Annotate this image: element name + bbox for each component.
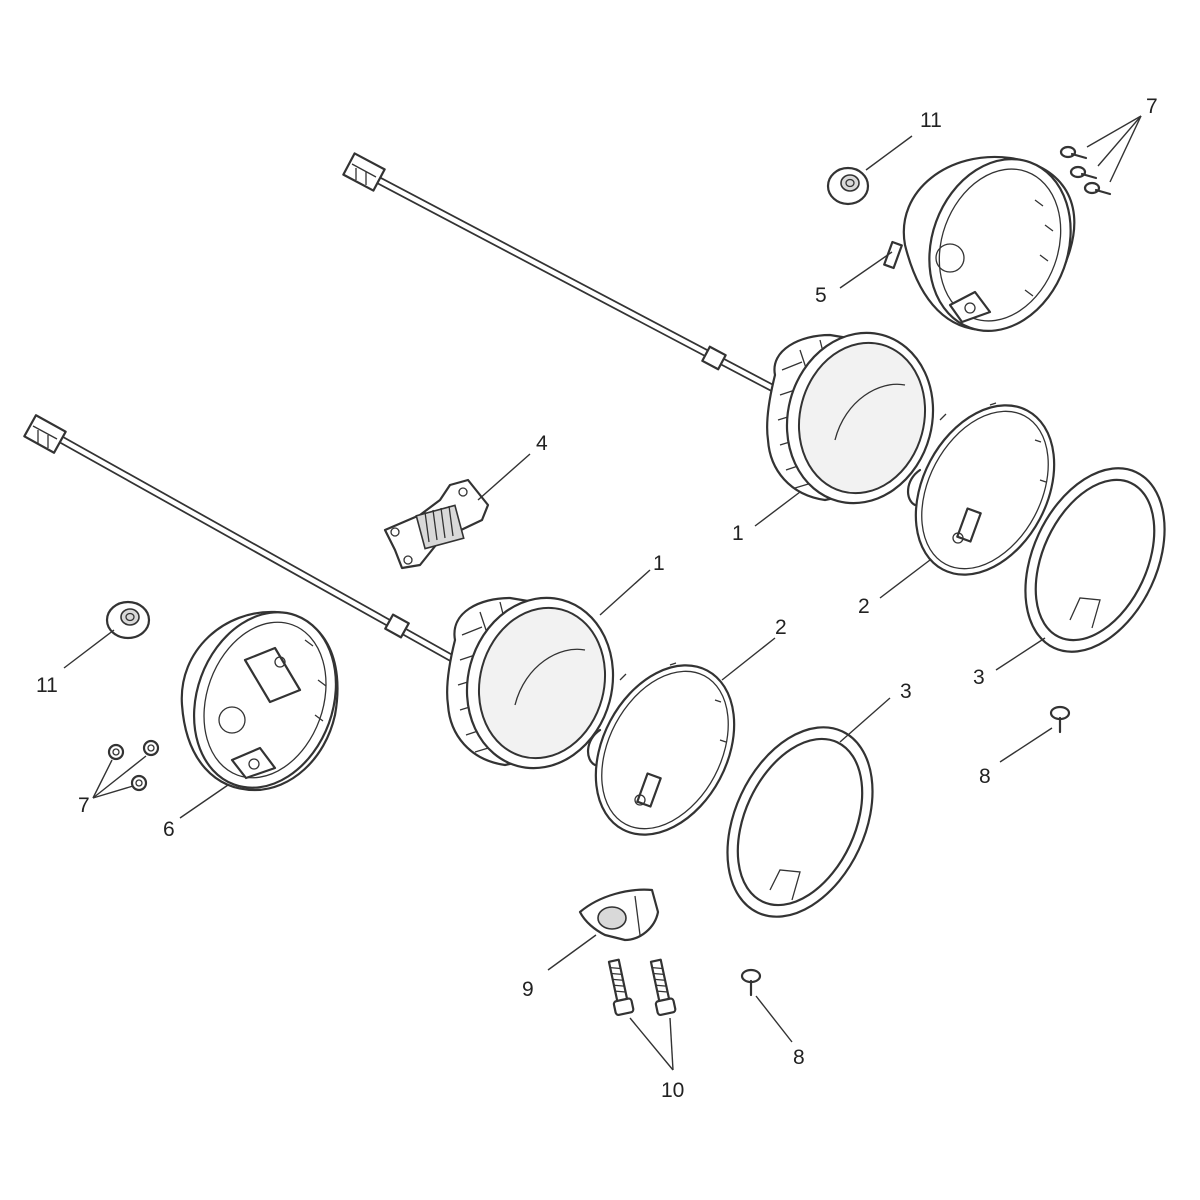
left-trim-rim	[726, 726, 874, 918]
callout-2-left: 2	[775, 616, 787, 639]
callout-3-left: 3	[900, 680, 912, 703]
callout-3-right: 3	[973, 666, 985, 689]
callout-8-bottom: 8	[793, 1046, 805, 1069]
right-headlamp-shell	[883, 155, 1076, 333]
right-headlamp-unit	[765, 331, 935, 505]
callout-1-left: 1	[653, 552, 665, 575]
callout-4: 4	[536, 432, 548, 455]
right-harness-connector	[342, 152, 386, 192]
screw-right	[1049, 705, 1071, 734]
left-headlamp-unit	[445, 596, 615, 770]
callout-2-right: 2	[858, 595, 870, 618]
callout-9: 9	[522, 978, 534, 1001]
left-headlamp-shell	[180, 610, 339, 792]
bracket	[383, 478, 490, 570]
callout-6: 6	[163, 818, 175, 841]
right-trim-rim	[1024, 467, 1166, 653]
callout-10: 10	[661, 1079, 684, 1102]
callout-labels: 11 7 5 1 2 3 4 1 2 3 11 7 6 8 9 10 8	[36, 95, 1158, 1102]
right-headlamp-harness	[342, 152, 784, 396]
screw-bottom	[740, 968, 762, 997]
bolts	[607, 958, 677, 1016]
grommet-top	[826, 166, 870, 206]
callout-5: 5	[815, 284, 827, 307]
left-headlamp-harness	[23, 414, 459, 664]
callout-11-top: 11	[920, 109, 942, 132]
grommet-left	[105, 600, 151, 640]
leader-lines	[63, 115, 1142, 1071]
screws-top	[1059, 145, 1112, 196]
left-harness-connector	[23, 414, 67, 454]
callout-11-left: 11	[36, 674, 58, 697]
mounting-cover	[578, 888, 660, 942]
callout-1-right: 1	[732, 522, 744, 545]
left-mounting-ring	[587, 662, 736, 836]
callout-7-top: 7	[1146, 95, 1158, 118]
callout-7-left: 7	[78, 794, 90, 817]
right-mounting-ring	[907, 402, 1056, 576]
callout-8-right: 8	[979, 765, 991, 788]
nuts-left	[107, 739, 160, 792]
